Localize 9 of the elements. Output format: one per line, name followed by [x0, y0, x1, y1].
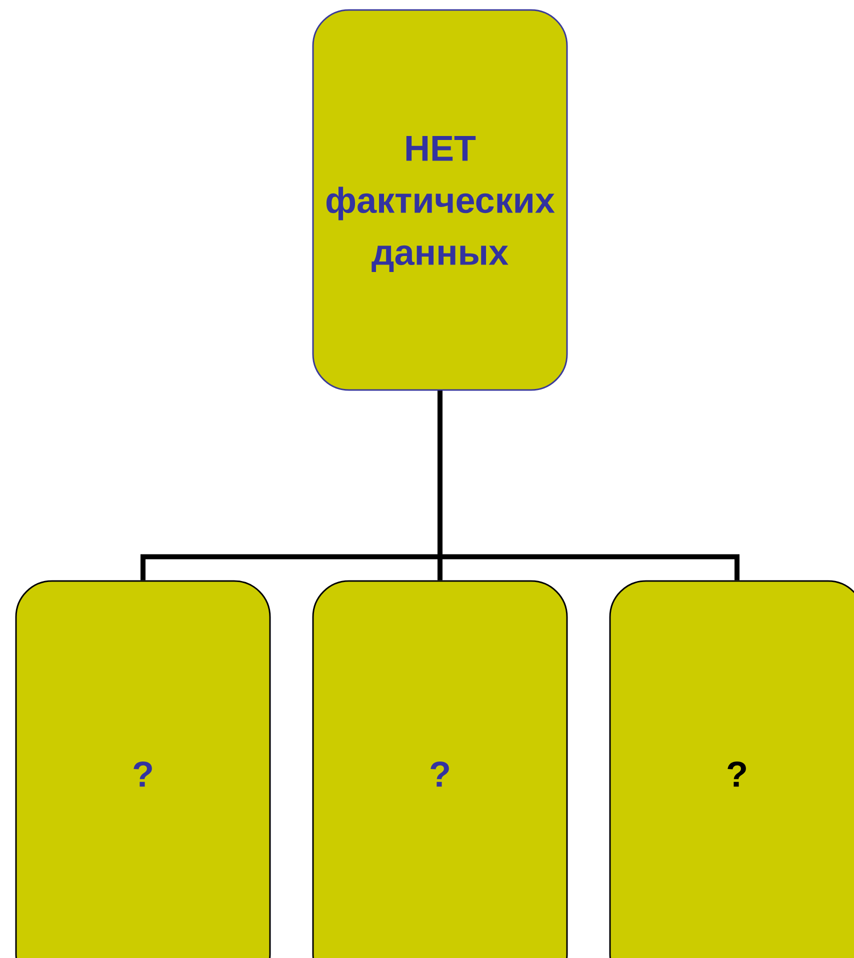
process-box [15, 580, 271, 958]
process-box [312, 580, 568, 958]
connector-line [438, 390, 740, 580]
process-box [312, 9, 568, 391]
box-label: ? [134, 761, 152, 787]
box-label: НЕТ фактических данных [326, 136, 555, 272]
box-label: ? [728, 761, 746, 787]
process-box [609, 580, 854, 958]
box-label: ? [430, 761, 449, 787]
